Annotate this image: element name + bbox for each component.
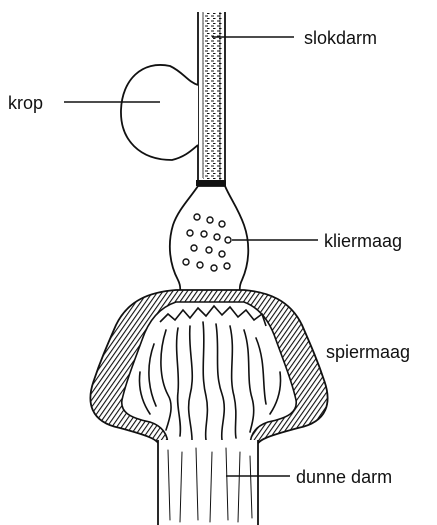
label-kliermaag: kliermaag: [324, 232, 402, 250]
crop-pouch: [121, 65, 198, 160]
label-spiermaag: spiermaag: [326, 343, 410, 361]
label-slokdarm: slokdarm: [304, 29, 377, 47]
small-intestine: [158, 440, 258, 525]
label-dunne-darm: dunne darm: [296, 468, 392, 486]
glandular-stomach: [170, 186, 248, 302]
label-krop: krop: [8, 94, 43, 112]
